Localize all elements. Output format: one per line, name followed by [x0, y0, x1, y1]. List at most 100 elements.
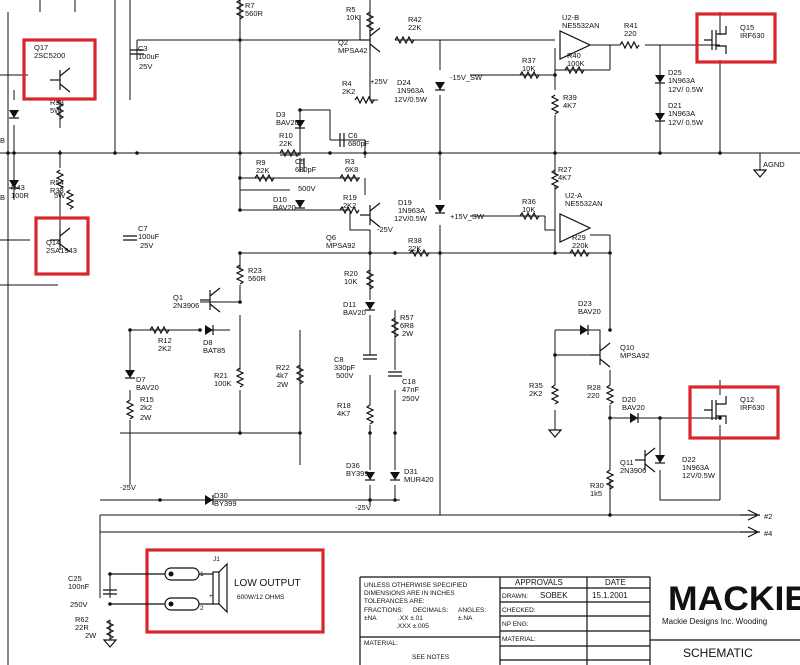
value-u2b: NE5532AN	[562, 21, 600, 30]
value-q17: 2SC5200	[34, 51, 65, 60]
resistor-r39-icon	[550, 94, 560, 115]
tb-drawn-date: 15.1.2001	[592, 591, 628, 600]
wire-51	[544, 216, 555, 231]
junction-dot-10	[438, 251, 442, 255]
resistor-r19-icon	[339, 205, 360, 215]
wire-18	[240, 15, 361, 41]
value-c5: 680pF	[295, 165, 317, 174]
junction-dot-1	[238, 151, 242, 155]
junction-dot-25	[368, 431, 372, 435]
speaker-cone-icon	[218, 562, 228, 614]
junction-dot-4	[238, 251, 242, 255]
diode-d19-icon	[435, 205, 445, 213]
net-agnd: AGND	[763, 160, 785, 169]
ref-c7: C7	[138, 224, 148, 233]
wire-41	[590, 44, 611, 70]
capacitor-c18-icon	[388, 371, 402, 377]
ref-r33: R33	[50, 98, 64, 107]
notes-line3: TOLERANCES ARE:	[364, 598, 425, 605]
highlight-q17	[22, 38, 97, 101]
value-r5: 10K	[346, 13, 359, 22]
ref-q1: Q1	[173, 293, 183, 302]
notes-line2: DIMENSIONS ARE IN INCHES	[364, 590, 455, 597]
notes-line1: UNLESS OTHERWISE SPECIFIED	[364, 582, 467, 589]
diode-d22-icon	[655, 455, 665, 463]
title-block: APPROVALS DATE DRAWN: SOBEK 15.1.2001 CH…	[500, 576, 800, 665]
junction-dot-24	[298, 431, 302, 435]
ref-d30: D30	[214, 491, 228, 500]
value-r9: 22K	[256, 166, 269, 175]
mosfet-q12-icon	[704, 396, 727, 424]
ref-d21: D21	[668, 101, 682, 110]
junction-dot-37	[135, 151, 139, 155]
transistor-q11-icon-legs	[644, 447, 656, 473]
ref-r18: R18	[337, 401, 351, 410]
junction-dot-0	[238, 38, 242, 42]
mosfet-q15-icon	[704, 26, 727, 54]
value-c7: 100uF	[138, 232, 160, 241]
junction-dot-20	[393, 251, 397, 255]
resistor-r15-icon	[125, 399, 135, 420]
diode-d24-icon	[435, 82, 445, 90]
diode-d7-icon	[125, 370, 135, 378]
ref-r22: R22	[276, 363, 290, 372]
value-c18v: 250V	[402, 394, 420, 403]
resistor-r41-icon	[619, 40, 640, 50]
value-c25: 100nF	[68, 582, 90, 591]
capacitor-c3-icon	[130, 49, 144, 55]
ref-d36: D36	[346, 461, 360, 470]
ref-r40: R40	[567, 51, 581, 60]
resistor-r62-icon	[105, 619, 115, 640]
notes-tol-xxx: .XXX ±.005	[396, 623, 429, 630]
value-d19: 1N963A	[398, 206, 425, 215]
ref-d8: D8	[203, 338, 213, 347]
ground-r62-icon	[102, 639, 118, 648]
diode-d10-icon	[295, 200, 305, 208]
value-c25v: 250V	[70, 600, 88, 609]
ref-r21: R21	[214, 371, 228, 380]
jack-ring-icon	[168, 601, 174, 607]
tolerance-notes: UNLESS OTHERWISE SPECIFIED DIMENSIONS AR…	[359, 576, 501, 665]
transistor-q2-icon-legs	[369, 27, 381, 53]
plus-sign: +	[209, 593, 213, 600]
junction-dot-35	[58, 151, 62, 155]
value-d22: 1N963A	[682, 463, 709, 472]
value-r15w: 2W	[140, 413, 152, 422]
value-r30: 1k5	[590, 489, 602, 498]
junction-dot-3	[238, 208, 242, 212]
resistor-r36-icon	[519, 211, 540, 221]
edge-mark-b1: B	[0, 136, 5, 145]
junction-dot-29	[393, 498, 397, 502]
diode-d8-icon	[205, 325, 213, 335]
value-q6: MPSA92	[326, 241, 356, 250]
ref-q6: Q6	[326, 233, 336, 242]
arrow-2-icon	[740, 509, 760, 521]
junction-dot-13	[553, 251, 557, 255]
diode-d-left1-icon	[9, 110, 19, 118]
capacitor-c8-icon	[363, 354, 377, 360]
ref-r3: R3	[345, 157, 355, 166]
highlight-output	[145, 548, 325, 634]
ref-r20: R20	[344, 269, 358, 278]
value-d25b: 12V/ 0.5W	[668, 85, 704, 94]
tb-checked: CHECKED:	[502, 607, 536, 614]
value-d8: BAT85	[203, 346, 225, 355]
value-d22b: 12V/0.5W	[682, 471, 716, 480]
value-d21b: 12V/ 0.5W	[668, 118, 704, 127]
resistor-r18-icon	[365, 404, 375, 425]
notes-angles: ANGLES:	[458, 607, 486, 614]
diode-d-left2-icon	[9, 180, 19, 188]
ref-d20: D20	[622, 395, 636, 404]
notes-see: SEE NOTES	[412, 654, 450, 661]
value-d30: BY399	[214, 499, 237, 508]
ref-r54: R54	[50, 178, 64, 187]
value-r62: 22R	[75, 623, 89, 632]
value-d36: BY399	[346, 469, 369, 478]
value-q11: 2N3906	[620, 466, 646, 475]
junction-dot-9	[438, 151, 442, 155]
junction-dot-21	[128, 328, 132, 332]
value-r3: 6K8	[345, 165, 358, 174]
output-label: LOW OUTPUT	[234, 578, 301, 589]
junction-dot-6	[328, 151, 332, 155]
value-q12: IRF630	[740, 403, 765, 412]
